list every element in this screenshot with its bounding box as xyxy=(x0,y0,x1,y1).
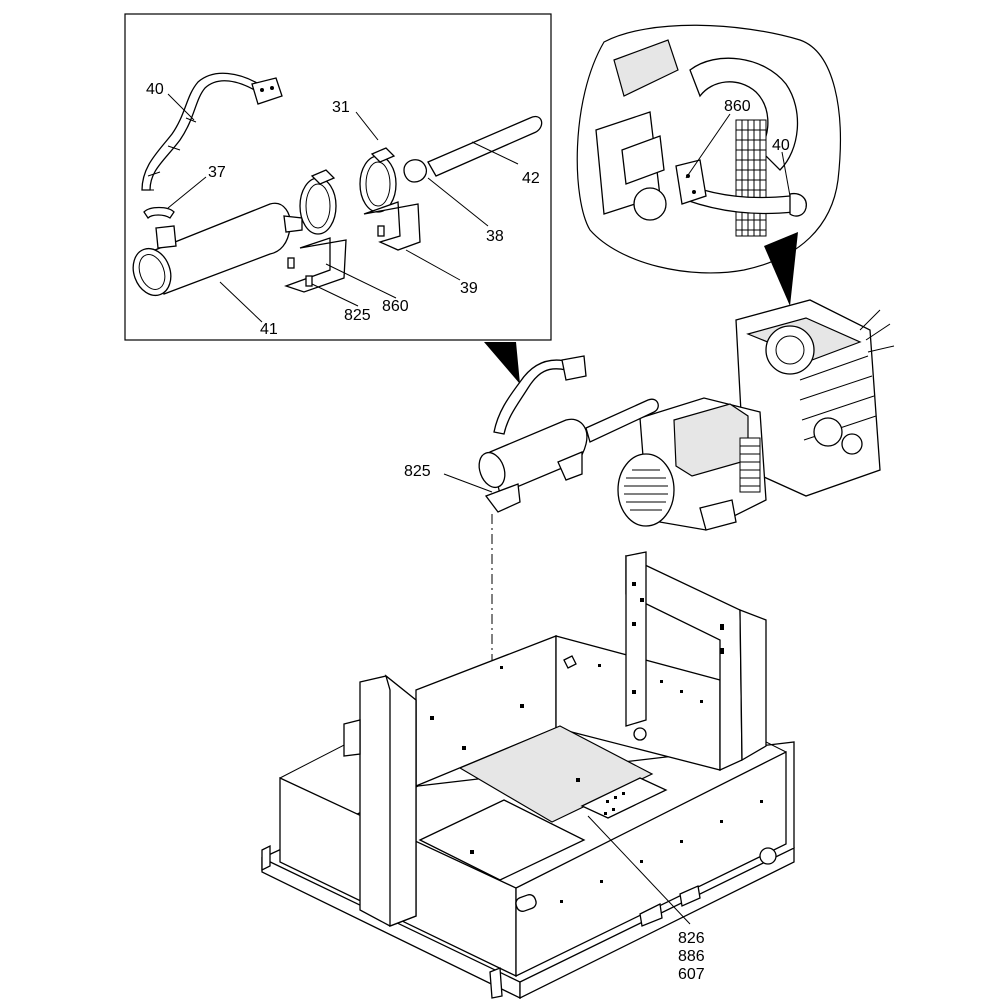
tailpipe xyxy=(427,115,543,177)
pipe-clamp xyxy=(143,206,175,220)
callout-825-main: 825 xyxy=(404,463,431,480)
muffler xyxy=(132,202,303,297)
callout-40: 40 xyxy=(146,81,164,98)
radiator-grille xyxy=(735,119,767,237)
inset-frame xyxy=(124,13,552,341)
bolt-icon xyxy=(287,225,385,287)
engine-pointer-arrow xyxy=(764,232,798,306)
generator-fan-cover xyxy=(617,453,675,527)
callout-607: 607 xyxy=(678,966,705,983)
callout-31: 31 xyxy=(332,99,350,116)
callout-39: 39 xyxy=(460,280,478,297)
callout-41: 41 xyxy=(260,321,278,338)
callout-40-engine: 40 xyxy=(772,137,790,154)
exhaust-assembly: 825 xyxy=(404,355,659,513)
callout-38: 38 xyxy=(486,228,504,245)
engine-generator-assembly xyxy=(617,299,895,531)
tailpipe-clamp xyxy=(403,159,428,183)
callout-37: 37 xyxy=(208,164,226,181)
callout-860: 860 xyxy=(382,298,409,315)
inset-pointer-arrow xyxy=(484,342,520,384)
exhaust-elbow-pipe xyxy=(141,72,283,191)
callout-42: 42 xyxy=(522,170,540,187)
callout-826: 826 xyxy=(678,930,705,947)
mounting-holes xyxy=(430,582,763,903)
muffler-band-clamp-front xyxy=(299,169,337,235)
muffler-support-bracket-rear xyxy=(363,201,421,251)
callout-825: 825 xyxy=(344,307,371,324)
base-frame xyxy=(261,551,795,1000)
exhaust-detail-inset: 40 37 31 42 38 39 860 825 41 xyxy=(124,13,552,341)
callout-860-engine: 860 xyxy=(724,98,751,115)
callout-886: 886 xyxy=(678,948,705,965)
engine-connection-inset: 860 40 xyxy=(576,24,841,274)
muffler-support-bracket-front xyxy=(284,237,347,293)
